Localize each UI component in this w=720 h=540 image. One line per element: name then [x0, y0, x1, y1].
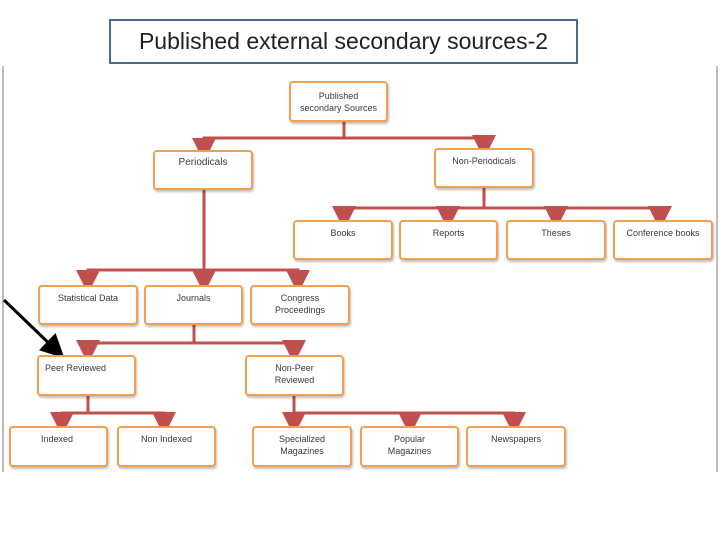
node-label: Peer Reviewed	[45, 363, 107, 373]
node-label: Non Indexed	[140, 434, 193, 444]
node-conference-books: Conference books	[613, 220, 713, 260]
panel-left-edge	[2, 66, 4, 472]
slide-title: Published external secondary sources-2	[138, 28, 549, 54]
node-label: Statistical Data	[57, 293, 119, 303]
node-theses: Theses	[506, 220, 606, 260]
node-peer-reviewed: Peer Reviewed	[37, 355, 136, 396]
node-congress-proceedings: Congress Proceedings	[250, 285, 350, 325]
node-label: Journals	[176, 293, 211, 303]
node-label: Reports	[432, 228, 465, 238]
node-non-periodicals: Non-Periodicals	[434, 148, 534, 188]
node-label: Indexed	[41, 434, 74, 444]
node-label: Non-Peer Reviewed	[274, 363, 315, 385]
node-indexed: Indexed	[9, 426, 108, 467]
node-specialized-magazines: Specialized Magazines	[252, 426, 352, 467]
node-books: Books	[293, 220, 393, 260]
node-periodicals: Periodicals	[153, 150, 253, 190]
node-label: Congress Proceedings	[274, 293, 326, 315]
node-reports: Reports	[399, 220, 498, 260]
node-label: Books	[330, 228, 356, 238]
node-label: Non-Periodicals	[452, 156, 516, 166]
node-published-secondary-sources: Published secondary Sources	[289, 81, 388, 122]
node-popular-magazines: Popular Magazines	[360, 426, 459, 467]
panel-right-edge	[716, 66, 718, 472]
node-non-indexed: Non Indexed	[117, 426, 216, 467]
slide-title-box: Published external secondary sources-2	[109, 19, 578, 64]
node-label: Theses	[541, 228, 571, 238]
node-journals: Journals	[144, 285, 243, 325]
node-label: Periodicals	[178, 157, 228, 168]
node-newspapers: Newspapers	[466, 426, 566, 467]
node-label: Popular Magazines	[387, 434, 432, 456]
node-label: Newspapers	[490, 434, 542, 444]
node-non-peer-reviewed: Non-Peer Reviewed	[245, 355, 344, 396]
node-label: Specialized Magazines	[278, 434, 326, 456]
node-label: Published secondary Sources	[299, 90, 378, 113]
node-label: Conference books	[626, 228, 700, 238]
node-statistical-data: Statistical Data	[38, 285, 138, 325]
